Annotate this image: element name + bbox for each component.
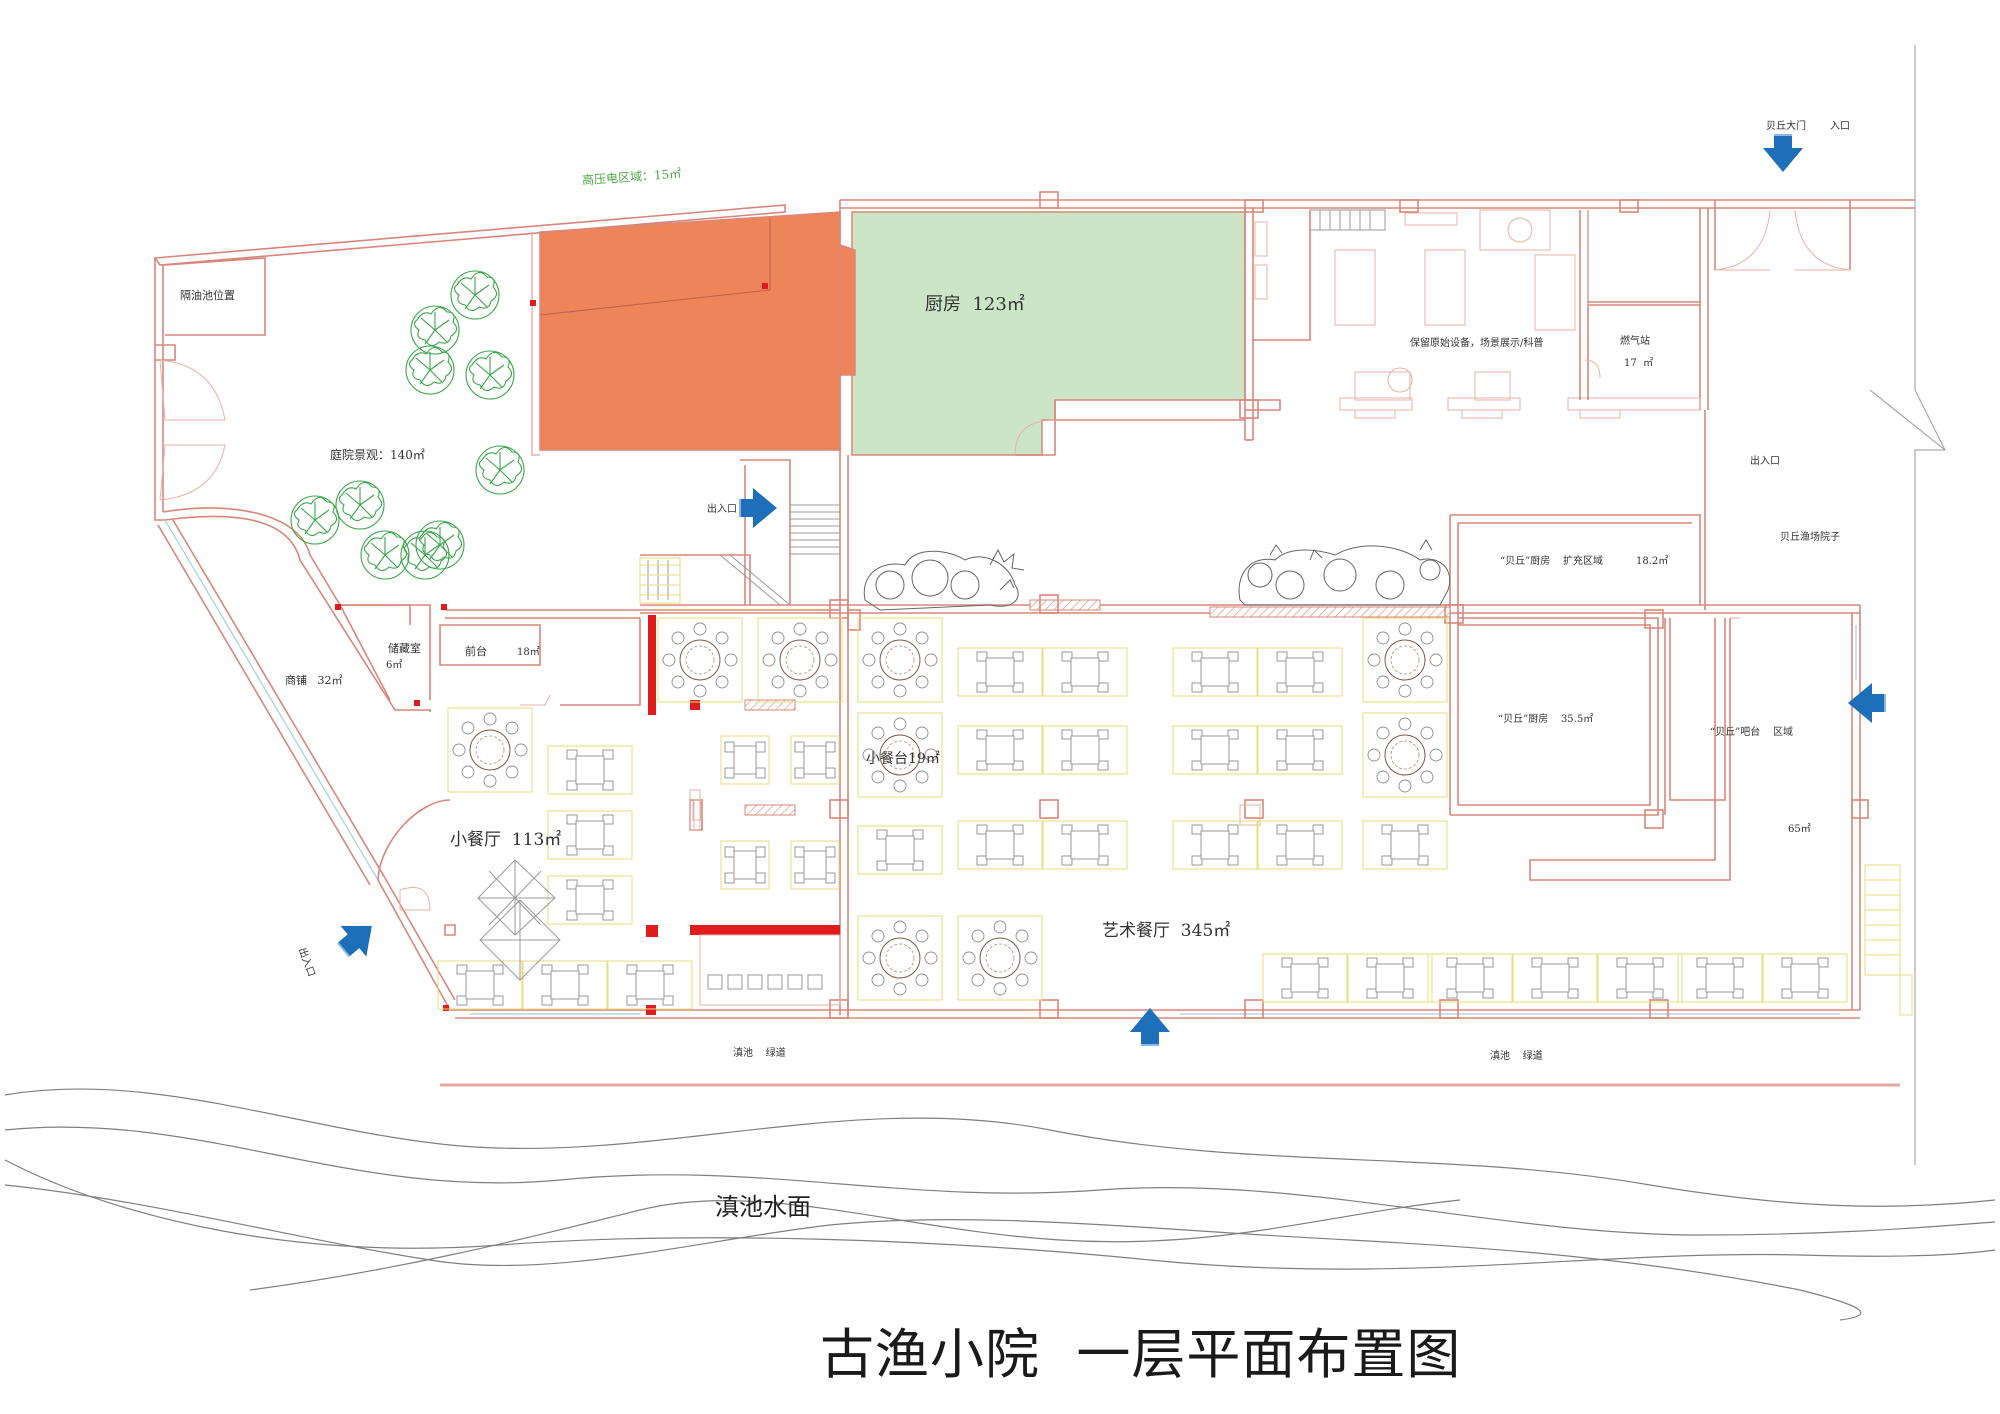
bar-entry-arrow-icon xyxy=(1848,683,1886,723)
courtyard-label: 庭院景观：140㎡ xyxy=(330,448,425,462)
art-dining-label: 艺术餐厅 345㎡ xyxy=(1102,921,1231,941)
kitchen-label: 厨房 123㎡ xyxy=(925,294,1025,315)
water-label: 滇池水面 xyxy=(715,1193,811,1221)
gas-station-label: 燃气站 xyxy=(1620,336,1650,347)
bar-area-label: “贝丘”吧台 区域 xyxy=(1710,727,1793,738)
west-entry-arrow-icon xyxy=(329,910,385,966)
gate-doors xyxy=(1714,200,1851,271)
red-partitions xyxy=(335,283,840,1015)
greenway-left-label: 滇池 绿道 xyxy=(733,1048,786,1059)
entry-exit-court-label: 出入口 xyxy=(707,504,737,515)
south-entry-arrow-icon xyxy=(1130,1008,1170,1046)
beiqiu-gate-label: 贝丘大门 xyxy=(1766,121,1806,132)
kitchen-zone xyxy=(851,211,1246,456)
front-desk-area-label: 18㎡ xyxy=(517,647,540,658)
beiqiu-kitchen-label: “贝丘”厨房 35.5㎡ xyxy=(1498,714,1594,725)
greenway-right-label: 滇池 绿道 xyxy=(1490,1051,1543,1062)
equipment-area xyxy=(1253,209,1701,419)
oil-trap-label: 隔油池位置 xyxy=(180,289,235,302)
courtyard-doors xyxy=(155,257,266,501)
kitchen-ext-area-label: 18.2㎡ xyxy=(1636,556,1669,567)
rock-gardens xyxy=(863,539,1451,611)
storage-area-label: 6㎡ xyxy=(386,660,403,671)
front-desk-label: 前台 xyxy=(465,645,487,658)
art-dining-tables xyxy=(957,647,1848,1003)
equipment-label: 保留原始设备，场景展示/科普 xyxy=(1410,338,1544,349)
steps-bar xyxy=(1864,864,1913,1016)
kitchen-ext-label: “贝丘”厨房 扩充区域 xyxy=(1500,556,1603,567)
umbrellas xyxy=(477,859,561,981)
entry-exit-right-label: 出入口 xyxy=(1750,456,1780,467)
lake-waves xyxy=(4,1088,1996,1321)
courtyard-trees xyxy=(290,270,525,580)
hatched-planters xyxy=(744,599,1451,816)
shop-label: 商铺 32㎡ xyxy=(285,674,343,687)
small-dining-label: 小餐厅 113㎡ xyxy=(450,830,562,850)
site-boundary xyxy=(1869,45,1946,1165)
entrance-label: 入口 xyxy=(1830,121,1850,132)
storage-label: 储藏室 xyxy=(388,642,421,655)
beiqiu-yard-label: 贝丘渔场院子 xyxy=(1780,532,1840,543)
columns xyxy=(689,191,1869,1019)
high-voltage-zone xyxy=(539,211,856,451)
stairs xyxy=(639,209,1386,606)
bar-size-label: 65㎡ xyxy=(1788,824,1811,835)
small-stage-label: 小餐台19㎡ xyxy=(866,751,940,767)
gas-area-label: 17 ㎡ xyxy=(1624,358,1654,369)
walls xyxy=(153,199,1915,1019)
counter xyxy=(689,789,1261,1006)
gate-entry-arrow-icon xyxy=(1763,134,1803,172)
page-title: 古渔小院 一层平面布置图 xyxy=(820,1323,1462,1386)
